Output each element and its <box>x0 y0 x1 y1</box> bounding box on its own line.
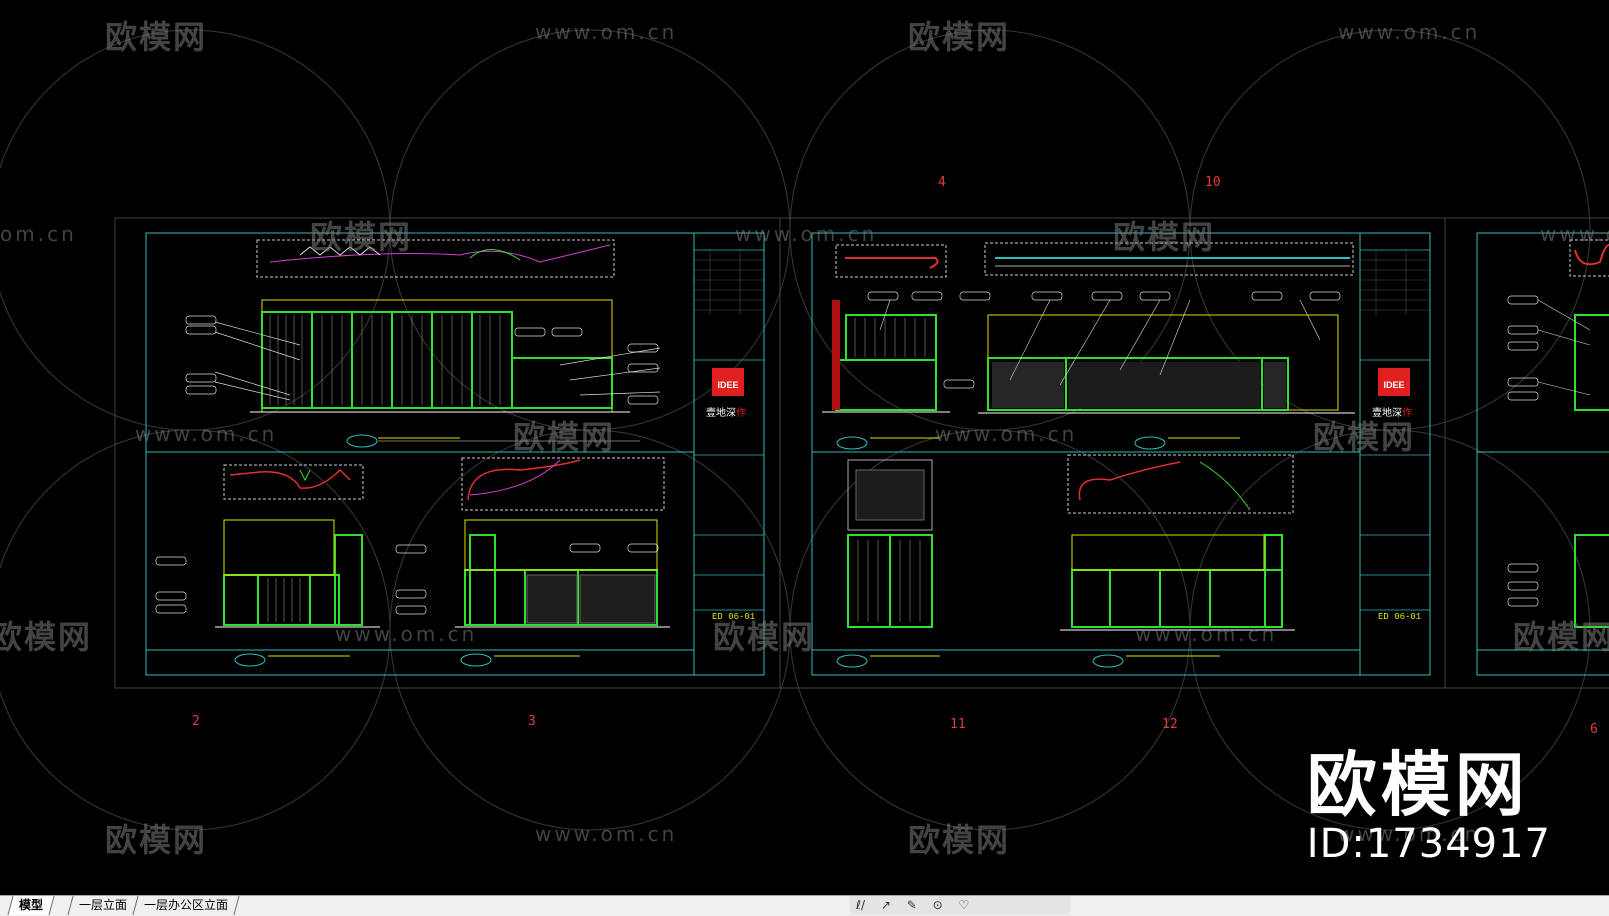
watermark-url: www.om.cn <box>1135 622 1278 646</box>
watermark-url: www.om.cn <box>535 822 678 846</box>
watermark-url: www.om.cn <box>935 422 1078 446</box>
watermark-brand: 欧模网 <box>1513 618 1609 656</box>
sheet-number: 3 <box>528 714 536 729</box>
sheet-2 <box>779 217 1446 689</box>
watermark-url: www.om.cn <box>535 20 678 44</box>
annotation-scale-icon[interactable]: ℓ/ <box>856 898 865 912</box>
watermark-brand: 欧模网 <box>105 18 208 56</box>
arrow-icon[interactable]: ↗ <box>880 898 891 912</box>
brand-id: ID:1734917 <box>1306 821 1551 867</box>
watermark-brand: 欧模网 <box>713 618 816 656</box>
tab-model[interactable]: 模型 <box>7 896 55 915</box>
titleblock-drawing-no: ED 06-01 <box>712 612 756 622</box>
watermark-brand: 欧模网 <box>908 18 1011 56</box>
watermark-brand: 欧模网 <box>0 618 93 656</box>
watermark-brand: 欧模网 <box>1113 218 1216 256</box>
tab-floor1-elevation[interactable]: 一层立面 <box>67 896 139 915</box>
watermark-brand: 欧模网 <box>1313 418 1416 456</box>
sheet-number: 10 <box>1205 175 1221 190</box>
watermark-brand: 欧模网 <box>105 821 208 859</box>
tab-floor1-office-elevation[interactable]: 一层办公区立面 <box>132 896 240 915</box>
layout-tab-bar: 模型 一层立面 一层办公区立面 ℓ/ ↗ ✎ ⊙ ♡ <box>0 895 1609 916</box>
titleblock-company: 壹地深作 <box>706 408 746 419</box>
brand-overlay: 欧模网 ID:1734917 <box>1307 748 1551 866</box>
sheet-1 <box>114 217 781 689</box>
sheet-number: 12 <box>1162 717 1178 732</box>
titleblock-logo: IDEE <box>717 380 739 390</box>
sheet-number: 11 <box>950 717 966 732</box>
heart-icon[interactable]: ♡ <box>958 898 970 912</box>
watermark-circles <box>0 29 1591 831</box>
watermark-brand: 欧模网 <box>513 418 616 456</box>
watermark-url: www.om.cn <box>1540 222 1609 246</box>
watermark-url: www.om.cn <box>135 422 278 446</box>
titleblock-company: 壹地深作 <box>1372 408 1412 419</box>
brand-name: 欧模网 <box>1306 744 1529 826</box>
sheet-number: 2 <box>192 714 200 729</box>
watermark-url: www.om.cn <box>1338 822 1481 846</box>
watermark-url: www.om.cn <box>735 222 878 246</box>
watermark-url: om.cn <box>0 222 77 246</box>
sheet-number: 6 <box>1590 722 1598 737</box>
target-icon[interactable]: ⊙ <box>932 898 943 912</box>
sheet-number: 4 <box>938 175 946 190</box>
cad-drawing <box>0 29 1609 831</box>
status-icon-strip: ℓ/ ↗ ✎ ⊙ ♡ <box>850 896 1070 915</box>
drawing-canvas[interactable]: 欧模网 www.om.cn 欧模网 www.om.cn om.cn 欧模网 ww… <box>0 0 1609 895</box>
watermark-url: www.om.cn <box>1338 20 1481 44</box>
watermark-brand: 欧模网 <box>310 218 413 256</box>
pencil-icon[interactable]: ✎ <box>906 898 917 912</box>
sheet-3 <box>1444 217 1609 689</box>
watermark-brand: 欧模网 <box>908 821 1011 859</box>
watermark-url: www.om.cn <box>335 622 478 646</box>
titleblock-drawing-no: ED 06-01 <box>1378 612 1422 622</box>
titleblock-logo: IDEE <box>1383 380 1405 390</box>
